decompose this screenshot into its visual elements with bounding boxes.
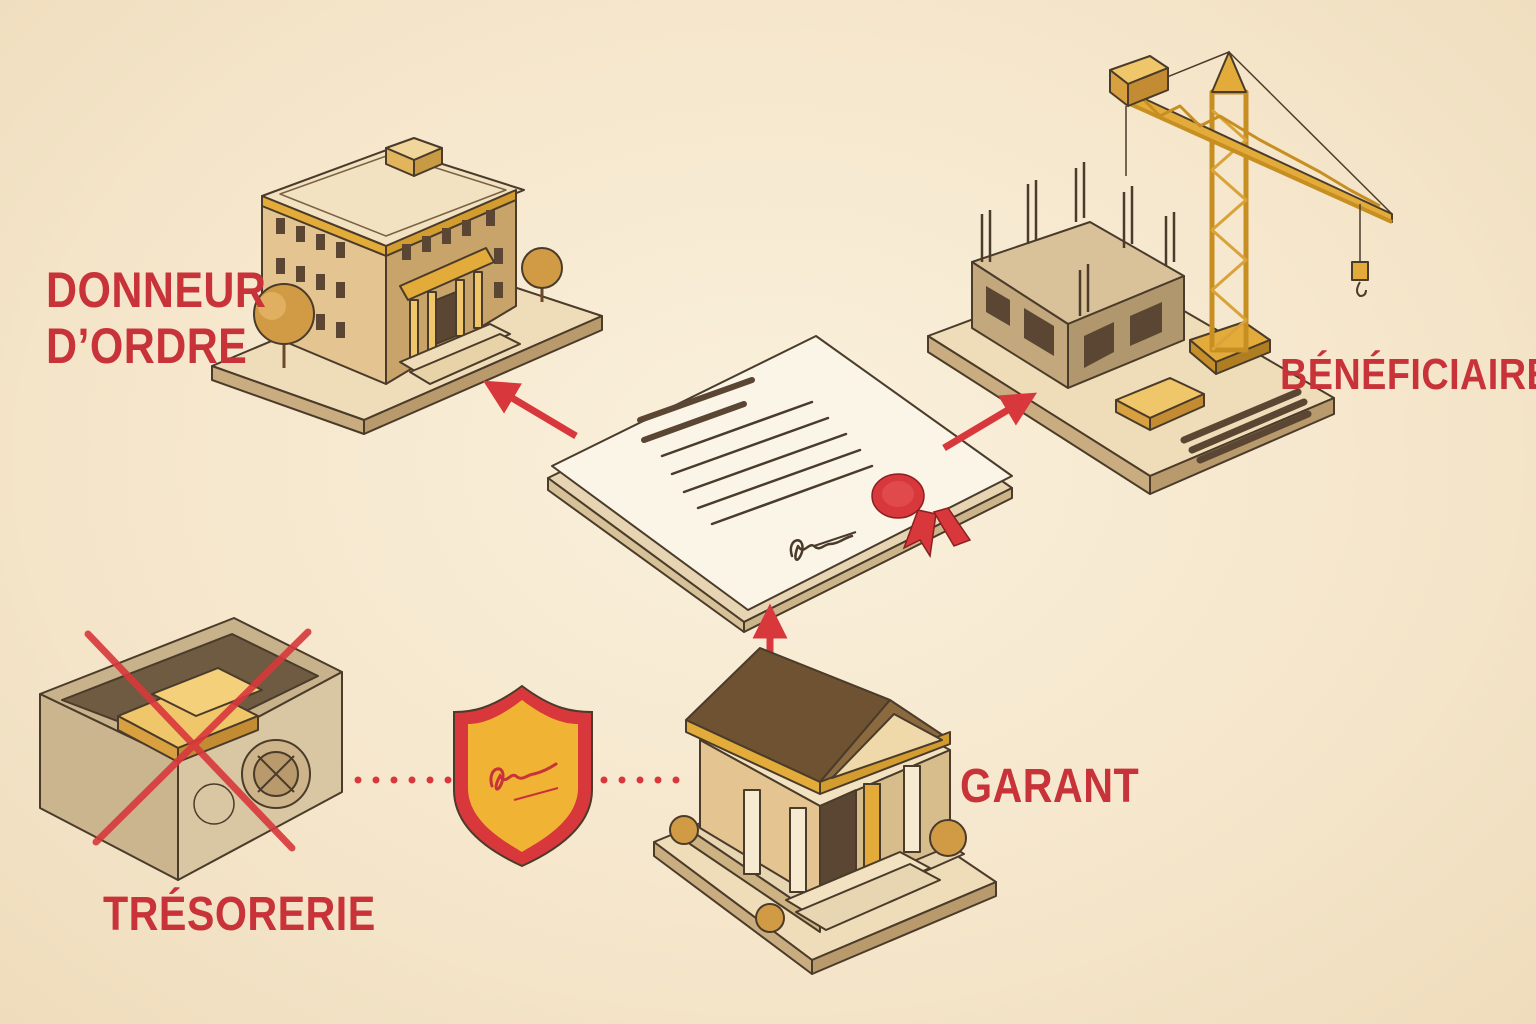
contract-document-icon: [547, 335, 1013, 633]
bank-icon: [653, 647, 997, 975]
label-tresorerie: TRÉSORERIE: [103, 888, 376, 941]
construction-site-icon: [927, 162, 1335, 495]
cross-out-icon: [84, 628, 312, 852]
crane-icon: [1109, 51, 1393, 375]
office-building-icon: [211, 137, 603, 435]
arrow-to-beneficiaire: [942, 392, 1038, 452]
arrow-to-donneur: [482, 380, 578, 440]
label-donneur-line1: DONNEUR: [46, 262, 267, 318]
label-beneficiaire: BÉNÉFICIAIRE: [1280, 350, 1536, 399]
shield-signature-icon: [453, 684, 593, 868]
dotted-connector: [354, 776, 680, 784]
label-donneur-ordre: DONNEUR D’ORDRE: [46, 262, 266, 374]
label-garant: GARANT: [960, 760, 1140, 813]
safe-icon: [39, 617, 343, 881]
label-donneur-line2: D’ORDRE: [46, 318, 248, 374]
wax-seal-icon: [871, 473, 972, 559]
